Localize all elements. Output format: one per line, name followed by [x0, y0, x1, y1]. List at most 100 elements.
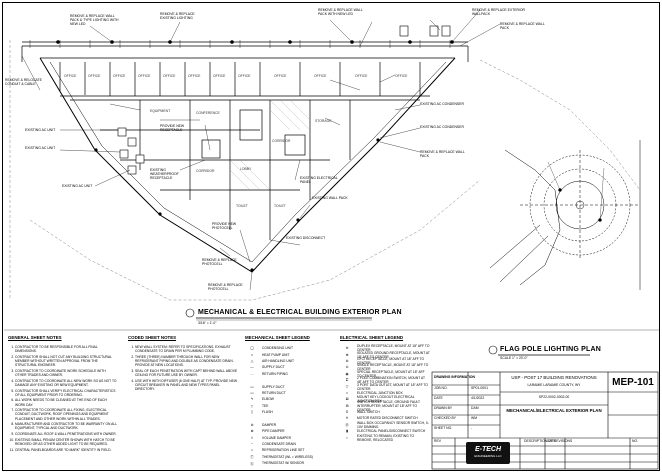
elec-legend-row: ⊜ GFCI RECEPTACLE, MOUNT AT 18" AFF TO CE…: [340, 356, 430, 365]
legend-symbol-icon: [245, 416, 259, 421]
elec-legend-row: ⊕ISOLATED GROUND RECEPTACLE, MOUNT AT 18…: [340, 351, 430, 359]
plan-title: MECHANICAL & ELECTRICAL BUILDING EXTERIO…: [198, 309, 402, 316]
mech-legend-row: ⊘DAMPER: [245, 422, 335, 428]
firm-name: E-TECH: [474, 446, 502, 453]
legend-label: MOUNT KEY LOCKOUT ELECTRICAL JUNCTION BO…: [357, 395, 415, 404]
title-block-value: DAM: [471, 406, 479, 410]
general-note-item: CONTRACTOR SHALL VERIFY ELECTRICAL CHARA…: [15, 389, 118, 397]
callout-note: REMOVE & REPLACE WALL PACK: [420, 150, 465, 159]
mech-legend-row: ~ CONDENSATE DRAIN: [245, 441, 335, 447]
general-notes-list: CONTRACTOR TO BE RESPONSIBLE FOR ALL FIN…: [6, 345, 118, 453]
callout-note: REMOVE & REPLACE EXISTING LIGHTING: [160, 12, 195, 21]
project-location: LARAMIE LARAMIE COUNTY, WY: [527, 383, 581, 387]
legend-label: THERMOSTAT (WL = WIRELESS): [262, 454, 313, 459]
legend-symbol-icon: ⊜: [345, 358, 349, 363]
legend-symbol-icon: ▭: [250, 390, 254, 395]
room-label: OFFICE: [188, 74, 201, 78]
callout-note: PROVIDE NEW RECEPTACLE: [160, 124, 185, 133]
title-block-key: JOB NO.: [434, 386, 448, 390]
title-block-key: DATE: [434, 396, 443, 400]
legend-label: ELECTRICAL JUNCTION BOX: [357, 390, 403, 395]
title-block-value: WM: [471, 416, 478, 420]
general-note-item: CENTRAL PANELBOARDS ARE "ID MARK" IDENTI…: [15, 448, 118, 452]
legend-symbol-icon: ⊏: [345, 378, 349, 383]
mech-legend-row: - -RETURN PIPING: [245, 371, 335, 377]
callout-note: EXISTING AC CONDENSER: [420, 125, 464, 129]
callout-note: EXISTING AC UNIT: [25, 128, 56, 132]
drawing-info-label: DRAWING INFORMATION: [434, 375, 475, 379]
room-label: OFFICE: [274, 74, 287, 78]
coded-notes-title: CODED SHEET NOTES: [128, 335, 177, 340]
general-note-item: EXISTING SMALL PENUM CENTER SHOWN WITH H…: [15, 438, 118, 446]
mech-legend-list: ◯CONDENSING UNIT□HEAT PUMP UNIT△AIR HAND…: [245, 345, 335, 466]
legend-symbol-icon: ⊗: [250, 429, 254, 434]
mech-legend-row: ⊗ PIPE DAMPER: [245, 428, 335, 434]
firm-logo: E-TECH ENGINEERING LLC: [466, 442, 510, 464]
legend-symbol-icon: ⊘: [250, 422, 254, 427]
legend-symbol-icon: ◊: [251, 435, 253, 440]
project-name: USP - POST 17 BUILDING RENOVATIONS: [511, 375, 597, 380]
legend-label: HEAT PUMP UNIT: [262, 352, 290, 357]
callout-note: REMOVE & REPLACE WALL PACK: [500, 22, 545, 31]
elec-legend-title: ELECTRICAL SHEET LEGEND: [340, 335, 404, 340]
general-note-item: CONTRACTOR TO COORDINATE ALL FIXING, ELE…: [15, 408, 118, 421]
room-label: OFFICE: [64, 74, 77, 78]
legend-label: MOTOR RATED DISCONNECT SWITCH: [357, 416, 418, 421]
legend-symbol-icon: ▽: [345, 384, 349, 389]
title-block-value: -: [471, 426, 473, 430]
project-number: SP22-0002-0002-00: [538, 395, 570, 399]
room-label: OFFICE: [213, 74, 226, 78]
legend-label: EXISTING TO REMAIN, EXISTING TO REMOVE, …: [357, 433, 415, 442]
legend-symbol-icon: ⊞: [345, 403, 349, 408]
legend-symbol-icon: ~: [251, 442, 253, 447]
mech-legend-title: MECHANICAL SHEET LEGEND: [245, 335, 310, 340]
callout-note: PROVIDE NEW PHOTOCELL: [212, 222, 237, 231]
mech-legend-row: □HEAT PUMP UNIT: [245, 351, 335, 357]
elec-legend-row: ⊓ MOTOR RATED DISCONNECT SWITCH: [340, 415, 430, 421]
general-note-item: MANUFACTURER AND CONTRACTOR TO BE WARRAN…: [15, 422, 118, 430]
legend-symbol-icon: ↰: [250, 397, 254, 402]
mech-legend-row: ◊VOLUME DAMPER: [245, 434, 335, 440]
legend-symbol-icon: Ⓢ: [250, 461, 254, 466]
sheet-number: MEP-101: [612, 377, 654, 388]
legend-label: CONDENSATE DRAIN: [262, 442, 296, 447]
legend-label: SWITCH RECEPTACLE, GROUND FAULT INTERRUP…: [357, 399, 421, 412]
elec-legend-row: □ ELECTRICAL JUNCTION BOX: [340, 390, 430, 396]
mech-legend-row: —SUPPLY DUCT: [245, 364, 335, 370]
callout-note: REMOVE & REPLACE PHOTOCELL: [208, 283, 243, 292]
mech-legend-row: ▭SUPPLY DUCT: [245, 383, 335, 389]
callout-note: EXISTING WEATHERPROOF RECEPTACLE: [150, 168, 179, 181]
legend-label: GFCI RECEPTACLE, MOUNT AT 18" AFF TO CEN…: [357, 356, 425, 365]
legend-symbol-icon: ▪: [346, 435, 348, 440]
coded-note-item: SEAL OF EACH PENETRATION WITH CAPT BEHIN…: [135, 369, 238, 377]
legend-symbol-icon: ▮: [346, 429, 348, 434]
mech-legend-row: Ⓣ THERMOSTAT (WL = WIRELESS): [245, 454, 335, 460]
room-label: EQUIPMENT: [150, 109, 171, 113]
room-label: STORAGE: [315, 119, 332, 123]
legend-label: DUPLEX RECEPTACLE, MOUNT AT 18" AFF TO C…: [357, 344, 430, 353]
legend-symbol-icon: □: [345, 390, 349, 395]
title-block-value: SP01-0001: [471, 386, 488, 390]
callout-note: REMOVE & REPLACE EXTERIOR WALLPACK: [472, 8, 525, 17]
general-note-item: CONTRACTOR SHALL NOT CUT ANY BUILDING ST…: [15, 355, 118, 368]
flagpole-title: FLAG POLE LIGHTING PLAN: [500, 346, 602, 353]
room-label: OFFICE: [163, 74, 176, 78]
room-label: OFFICE: [113, 74, 126, 78]
room-label: OFFICE: [395, 74, 408, 78]
callout-note: EXISTING DISCONNECT: [286, 236, 326, 240]
callout-note: REMOVE & REPLACE WALL PACK WITH NEW LED: [318, 8, 363, 17]
legend-symbol-icon: ⊓: [345, 416, 349, 421]
coded-notes-list: NEW WALL SYSTEM: REFER TO SPECIFICATIONS…: [126, 345, 238, 393]
legend-symbol-icon: Ⓣ: [250, 455, 254, 460]
mech-legend-row: ◯CONDENSING UNIT: [245, 345, 335, 351]
revisions-rev-label: REV: [434, 439, 441, 443]
legend-symbol-icon: ⊕: [345, 352, 349, 357]
callout-note: EXISTING AC CONDENSER: [420, 102, 464, 106]
legend-label: FLUSH: [262, 410, 273, 415]
legend-label: THERMOSTAT W/ SENSOR: [262, 461, 304, 466]
legend-label: SPECIAL RECEPTACLE, MOUNT AT 18" AFF TO …: [357, 369, 425, 378]
legend-label: PIPE DAMPER: [262, 429, 285, 434]
legend-symbol-icon: =: [251, 448, 253, 453]
